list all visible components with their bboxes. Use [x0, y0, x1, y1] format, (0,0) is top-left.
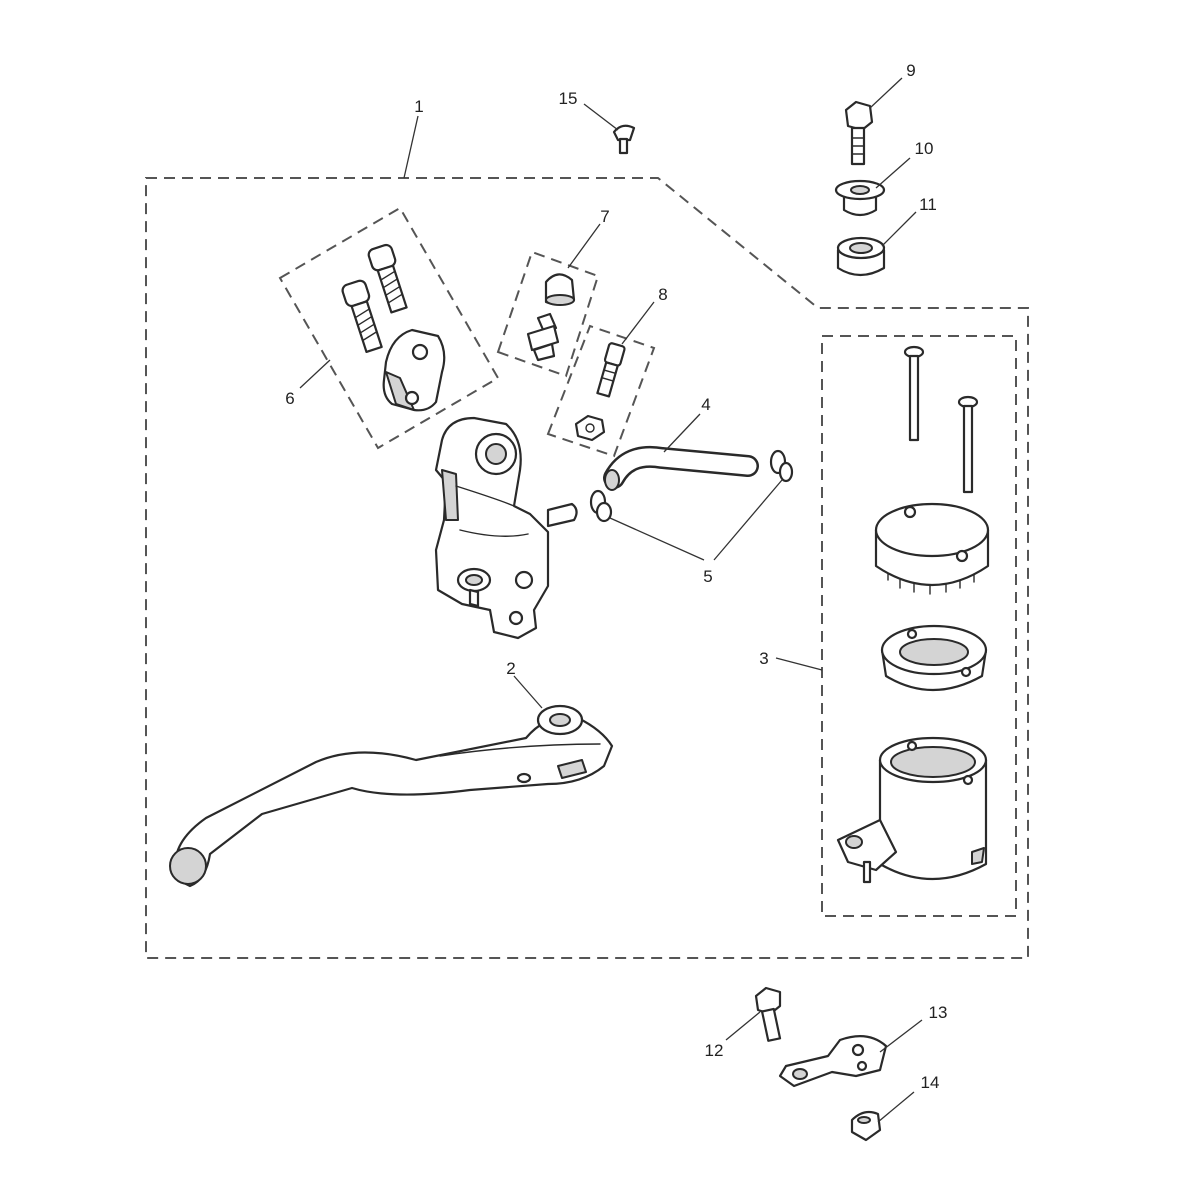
assembly-3-outline [821, 335, 1017, 917]
part-5-hose-clip-left [589, 489, 613, 523]
leader-15 [583, 103, 619, 131]
assembly-6-outline [278, 206, 500, 450]
part-9-bolt [844, 100, 874, 166]
leader-2 [513, 675, 543, 709]
part-13-bracket [778, 1035, 888, 1088]
part-6-clamp [382, 328, 446, 412]
part-7-bleed-cap [544, 273, 576, 306]
leader-13 [879, 1019, 923, 1053]
part-6-clamp-bolt-lower [341, 279, 383, 354]
callout-10: 10 [915, 139, 934, 158]
callout-14: 14 [921, 1073, 940, 1092]
part-15-screw [612, 124, 636, 155]
leader-6 [299, 359, 331, 389]
callout-13: 13 [929, 1003, 948, 1022]
leader-1 [403, 115, 419, 179]
callout-8: 8 [658, 285, 667, 304]
callout-11: 11 [919, 195, 937, 214]
leader-3 [775, 657, 823, 671]
assembly-1-outline [145, 177, 1029, 959]
callout-2: 2 [506, 659, 515, 678]
part-3-reservoir-cap [874, 502, 990, 595]
part-14-nut [850, 1110, 882, 1142]
part-8-pin [596, 342, 626, 398]
leader-5 [609, 479, 783, 561]
part-12-bolt [754, 986, 782, 1042]
part-6-clamp-bolt-upper [367, 243, 408, 314]
leader-10 [875, 157, 911, 189]
part-8-nut [574, 414, 606, 442]
part-7-bleed-nipple [526, 312, 560, 362]
part-10-spacer [834, 179, 886, 217]
callout-15: 15 [559, 89, 578, 108]
leader-9 [869, 77, 903, 109]
part-3-reservoir-screw-short [957, 395, 979, 494]
part-3-reservoir-screw-long [903, 345, 925, 442]
callout-3: 3 [759, 649, 768, 668]
master-cylinder-body [434, 416, 578, 640]
part-3-reservoir-body [836, 736, 988, 884]
callout-7: 7 [600, 207, 609, 226]
leader-11 [881, 211, 917, 247]
part-11-grommet [836, 236, 886, 277]
callout-4: 4 [701, 395, 710, 414]
part-4-hose [603, 446, 759, 491]
leader-4 [663, 413, 701, 453]
leader-14 [877, 1091, 915, 1123]
assembly-8-outline [546, 324, 656, 458]
leader-8 [621, 301, 655, 345]
leader-7 [567, 223, 601, 269]
part-3-reservoir-diaphragm [880, 624, 988, 691]
callout-5: 5 [703, 567, 712, 586]
callout-9: 9 [906, 61, 915, 80]
leader-12 [725, 1011, 761, 1041]
callout-6: 6 [285, 389, 294, 408]
callout-1: 1 [414, 97, 423, 116]
part-5-hose-clip-right [769, 449, 794, 483]
callout-12: 12 [705, 1041, 724, 1060]
part-2-lever [169, 704, 614, 888]
